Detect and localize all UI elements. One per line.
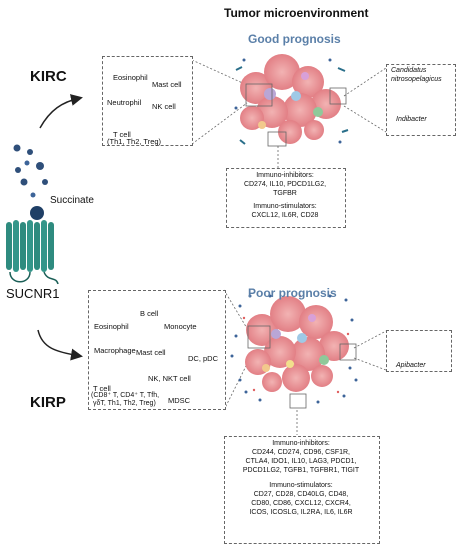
- kirc-neutrophil-label: Neutrophil: [107, 98, 142, 107]
- kirc-inhibitors-line-1: CD274, IL10, PDCD1LG2,: [243, 181, 327, 188]
- kirc-bacteria-name-1: Candidatus: [391, 67, 427, 74]
- kirc-prognosis: Good prognosis: [248, 32, 341, 46]
- kirc-connectors: [191, 59, 387, 168]
- kirp-bacteria-name: Apibacter: [396, 362, 426, 369]
- kirc-bacteria-box: [386, 64, 456, 136]
- kirp-monocyte-label: Monocyte: [164, 322, 197, 331]
- kirp-tcell-subtypes-2: γδT, Th1, Th2, Treg): [93, 400, 156, 407]
- kirc-mast-cell-label: Mast cell: [152, 80, 182, 89]
- kirc-stimulators-title: Immuno-stimulators:: [253, 203, 317, 210]
- kirp-tcell-subtypes-1: (CD8⁺ T, CD4⁺ T, Tfh,: [91, 392, 160, 399]
- receptor-label: SUCNR1: [6, 286, 60, 301]
- kirc-inhibitors-title: Immuno-inhibitors:: [256, 172, 314, 179]
- kirp-prognosis: Poor prognosis: [248, 286, 337, 300]
- kirc-label: KIRC: [30, 68, 67, 85]
- kirc-immune-cells-box: [102, 56, 193, 146]
- kirp-stimulators-title: Immuno-stimulators:: [269, 482, 333, 489]
- kirp-immune-cells-box: [88, 290, 226, 410]
- kirp-connectors: [223, 289, 387, 435]
- kirp-nk-label: NK, NKT cell: [148, 374, 191, 383]
- kirc-nk-cell-label: NK cell: [152, 102, 176, 111]
- main-title: Tumor microenvironment: [224, 6, 369, 20]
- kirp-mast-cell-label: Mast cell: [136, 348, 166, 357]
- kirp-eosinophil-label: Eosinophil: [94, 322, 129, 331]
- kirc-tcell-subtypes: (Th1, Th2, Treg): [107, 137, 162, 146]
- kirp-bcell-label: B cell: [140, 309, 159, 318]
- kirp-mdsc-label: MDSC: [168, 396, 191, 405]
- kirc-bacteria-name-3: Indibacter: [396, 116, 427, 123]
- kirp-stimulators-line-2: CD80, CD86, CXCL12, CXCR4,: [251, 500, 351, 507]
- kirc-tumor-cluster: [234, 54, 349, 147]
- kirc-bacteria-name-2: nitrosopelagicus: [391, 76, 442, 83]
- kirp-tumor-cluster: [230, 294, 358, 409]
- kirp-stimulators-line-3: ICOS, ICOSLG, IL2RA, IL6, IL6R: [249, 509, 353, 516]
- kirc-eosinophil-label: Eosinophil: [113, 73, 148, 82]
- kirp-inhibitors-title: Immuno-inhibitors:: [272, 440, 330, 447]
- kirp-inhibitors-line-1: CD244, CD274, CD96, CSF1R,: [251, 449, 351, 456]
- kirc-immuno-box: [226, 168, 346, 228]
- kirp-dc-label: DC, pDC: [188, 354, 219, 363]
- kirp-inhibitors-line-2: CTLA4, IDO1, IL10, LAG3, PDCD1,: [245, 458, 357, 465]
- kirp-macrophage-label: Macrophage: [94, 346, 136, 355]
- kirp-immuno-box: [224, 436, 380, 544]
- kirc-tcell-label: T cell: [113, 130, 131, 139]
- kirc-stimulators-line-1: CXCL12, IL6R, CD28: [251, 212, 319, 219]
- kirc-inhibitors-line-2: TGFBR: [273, 190, 297, 197]
- kirp-inhibitors-line-3: PDCD1LG2, TGFB1, TGFBR1, TIGIT: [242, 467, 360, 474]
- kirp-stimulators-line-1: CD27, CD28, CD40LG, CD48,: [253, 491, 349, 498]
- kirp-label: KIRP: [30, 394, 66, 411]
- kirp-bacteria-box: [386, 330, 452, 372]
- arrow-to-kirc: [39, 94, 83, 129]
- arrow-to-kirp: [37, 329, 83, 361]
- kirp-tcell-label: T cell: [93, 384, 111, 393]
- succinate-molecules: [13, 144, 48, 198]
- succinate-label: Succinate: [50, 195, 94, 206]
- sucnr1-receptor: [6, 206, 59, 285]
